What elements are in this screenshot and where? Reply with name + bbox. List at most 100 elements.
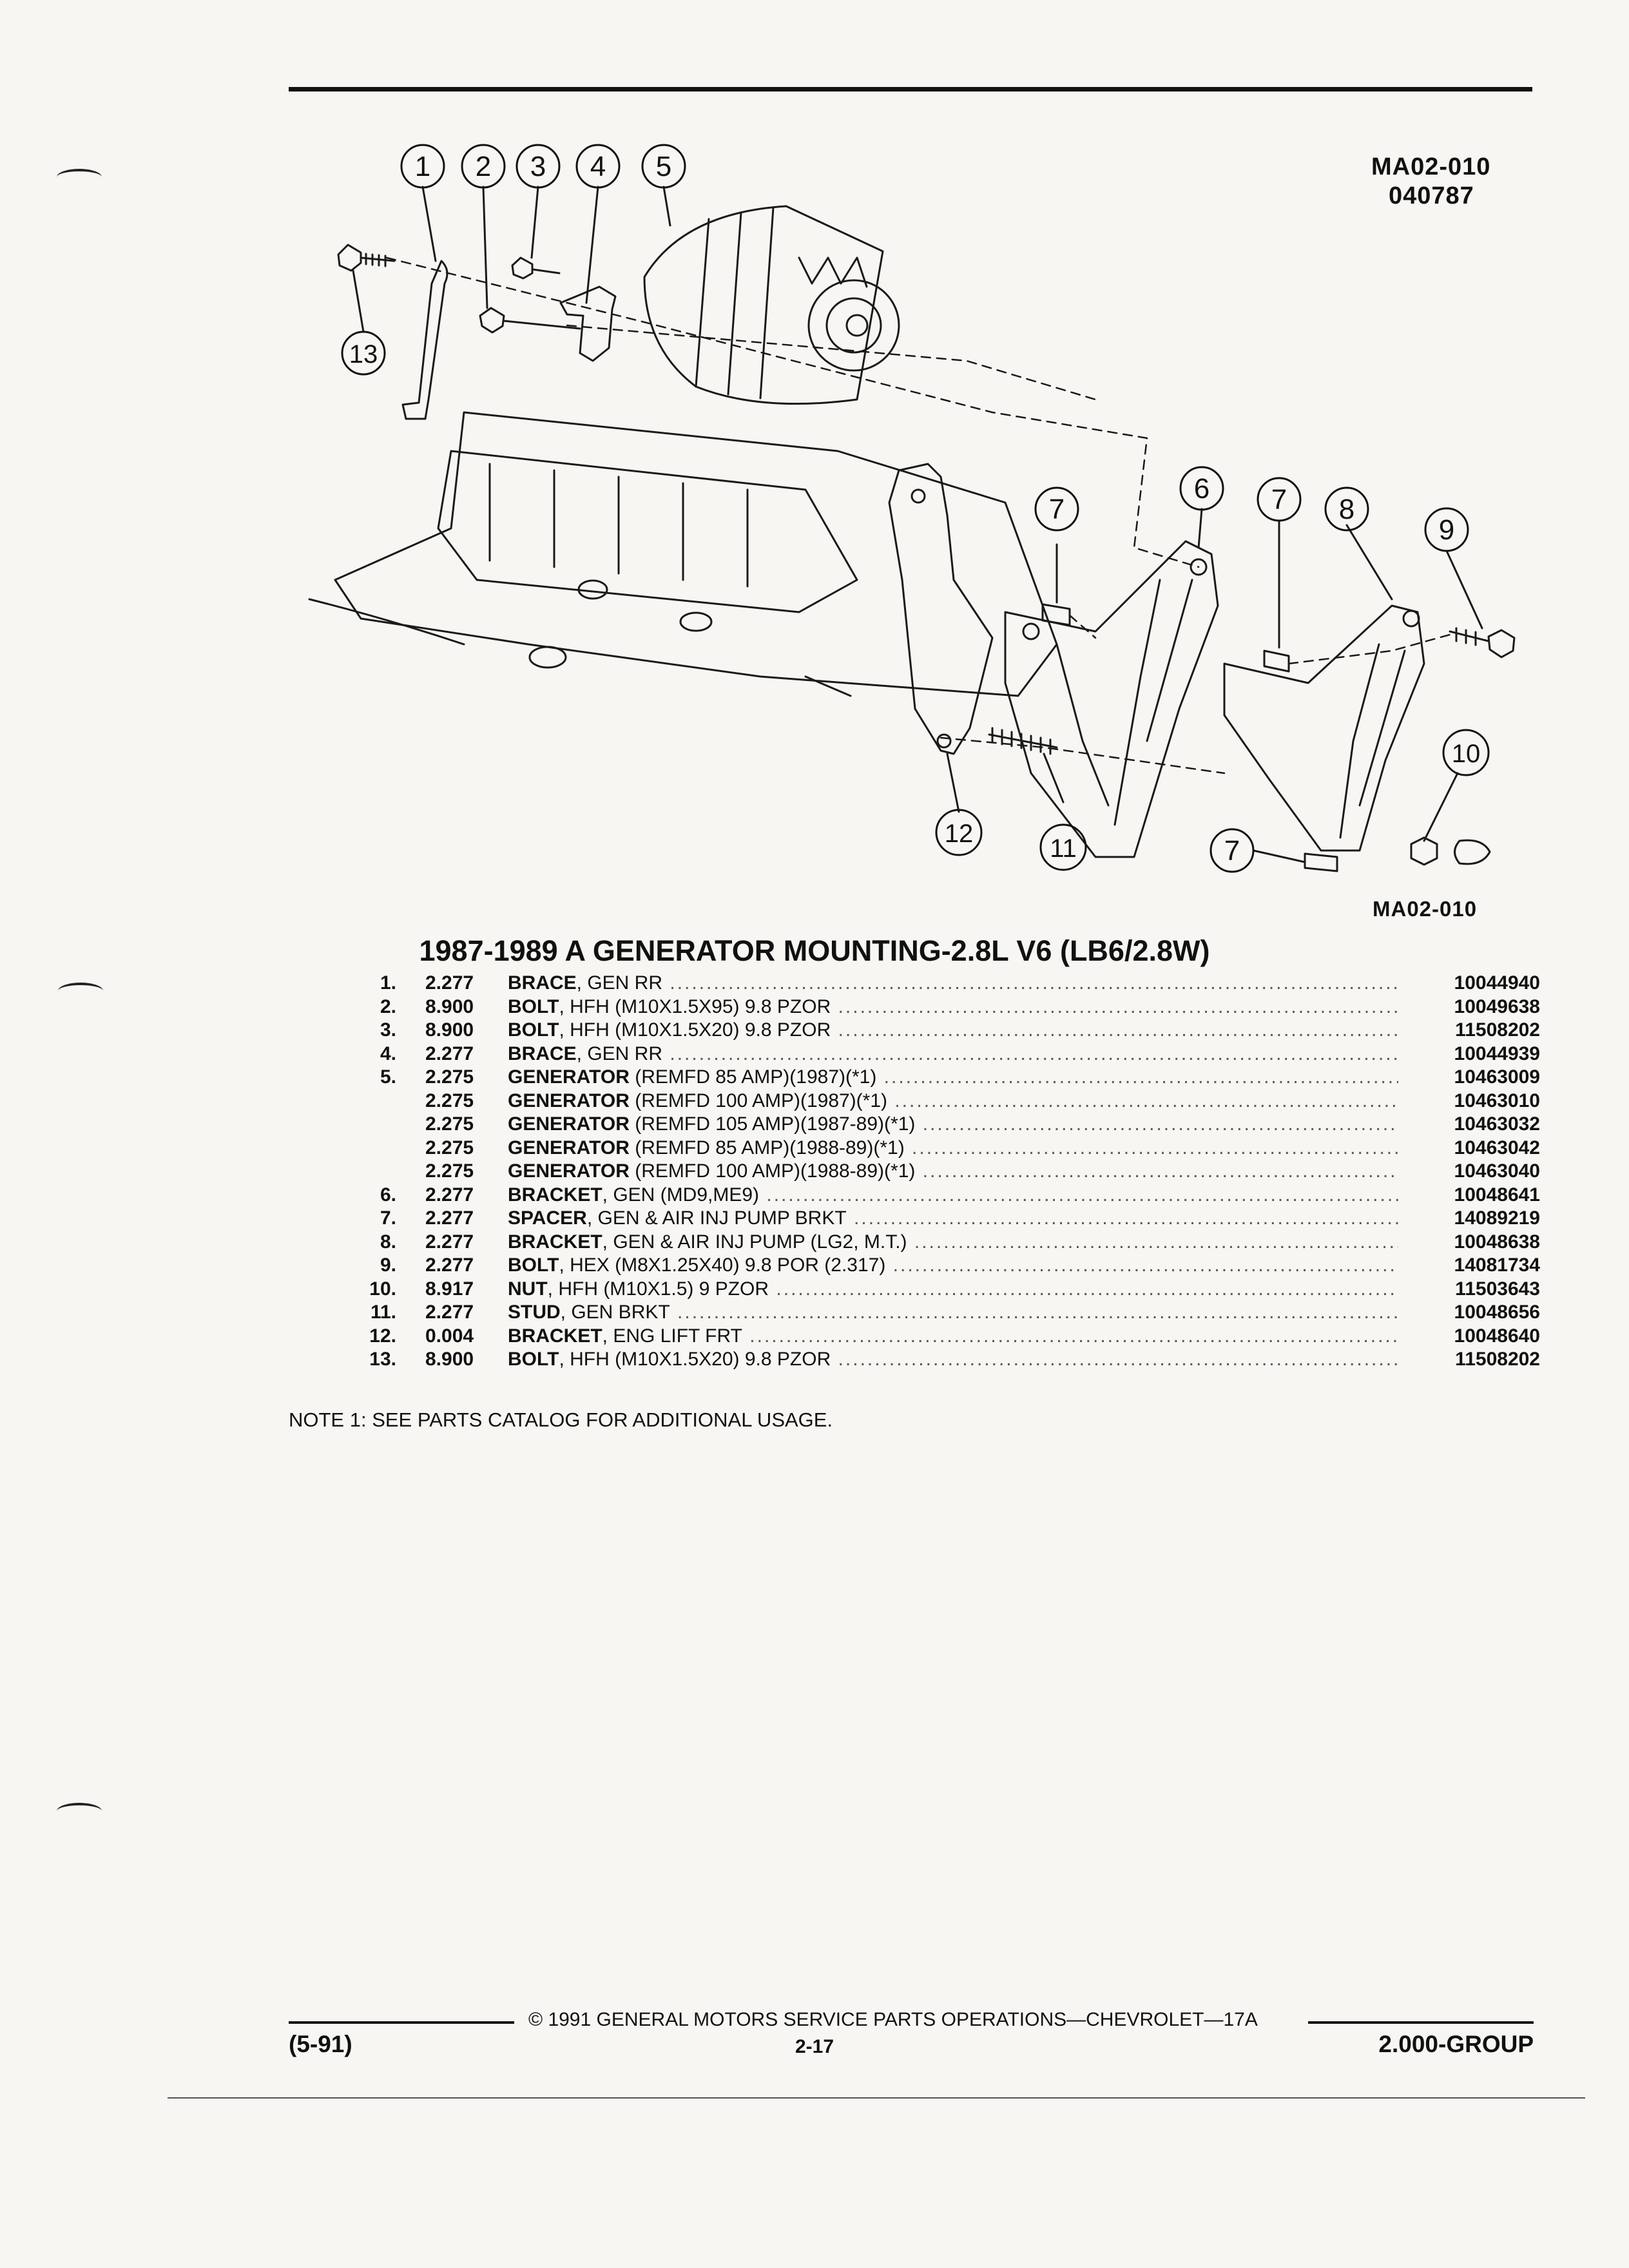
part-name: GENERATOR xyxy=(508,1113,630,1135)
part-name: BRACKET xyxy=(508,1231,602,1253)
group-number: 2.277 xyxy=(425,1254,474,1276)
parts-row: 2.275 GENERATOR (REMFD 100 AMP)(1987)(*1)… xyxy=(335,1089,1540,1113)
copyright: © 1991 GENERAL MOTORS SERVICE PARTS OPER… xyxy=(528,2009,1258,2030)
part-description: GENERATOR (REMFD 100 AMP)(1987)(*1) ....… xyxy=(508,1090,1507,1113)
part-name: GENERATOR xyxy=(508,1160,630,1182)
part-description: BRACKET, ENG LIFT FRT ..................… xyxy=(508,1325,1507,1349)
part-detail: , HFH (M10X1.5) 9 PZOR xyxy=(547,1278,769,1300)
part-number: 14081734 xyxy=(1398,1254,1540,1278)
part-detail: (REMFD 100 AMP)(1988-89)(*1) xyxy=(629,1160,916,1182)
part-name: GENERATOR xyxy=(508,1090,630,1111)
spacer xyxy=(1263,649,1290,673)
part-detail: , GEN (MD9,ME9) xyxy=(602,1184,760,1206)
ref-number: 13. xyxy=(369,1349,396,1370)
part-description: GENERATOR (REMFD 85 AMP)(1988-89)(*1) ..… xyxy=(508,1137,1507,1160)
ref-number: 11. xyxy=(370,1302,396,1323)
bolt xyxy=(511,256,561,280)
exploded-diagram: 1 2 3 4 5 13 6 7 7 8 9 10 12 11 7 xyxy=(308,144,1516,873)
part-number: 10463040 xyxy=(1398,1160,1540,1184)
parts-row: 2.275 GENERATOR (REMFD 85 AMP)(1988-89)(*… xyxy=(335,1136,1540,1160)
part-number: 10044940 xyxy=(1398,972,1540,995)
group-number: 2.277 xyxy=(425,1207,474,1229)
svg-text:7: 7 xyxy=(1224,835,1240,867)
part-detail: , ENG LIFT FRT xyxy=(602,1325,742,1347)
leader-dots: ........................................… xyxy=(838,1349,1507,1370)
gen-rear-brace xyxy=(559,285,617,362)
part-detail: (REMFD 100 AMP)(1987)(*1) xyxy=(629,1090,888,1111)
leader-dots: ........................................… xyxy=(776,1278,1507,1300)
part-description: BRACE, GEN RR ..........................… xyxy=(508,972,1507,995)
group-number: 2.275 xyxy=(425,1090,474,1111)
callout-7: 7 xyxy=(1034,486,1079,532)
part-name: BOLT xyxy=(508,1254,559,1276)
margin-mark xyxy=(57,1803,102,1820)
part-description: NUT, HFH (M10X1.5) 9 PZOR ..............… xyxy=(508,1278,1507,1302)
part-number: 11508202 xyxy=(1398,1019,1540,1043)
callout-8: 8 xyxy=(1324,486,1369,532)
part-detail: (REMFD 85 AMP)(1987)(*1) xyxy=(629,1066,877,1088)
engine-block xyxy=(334,411,1058,697)
part-number: 10048641 xyxy=(1398,1183,1540,1207)
group-number: 2.277 xyxy=(425,1302,474,1323)
group-number: 2.277 xyxy=(425,972,474,994)
part-name: GENERATOR xyxy=(508,1137,630,1158)
part-description: BRACKET, GEN & AIR INJ PUMP (LG2, M.T.) … xyxy=(508,1231,1507,1254)
part-name: BRACKET xyxy=(508,1184,602,1206)
generator xyxy=(643,205,900,405)
part-description: GENERATOR (REMFD 105 AMP)(1987-89)(*1) .… xyxy=(508,1113,1507,1137)
margin-mark xyxy=(57,169,102,186)
ref-number: 12. xyxy=(369,1325,396,1347)
part-name: BRACE xyxy=(508,1043,577,1064)
callout-2: 2 xyxy=(461,144,506,189)
callout-12: 12 xyxy=(935,809,983,856)
top-rule xyxy=(289,87,1532,91)
margin-mark xyxy=(58,983,103,999)
group-number: 2.275 xyxy=(425,1160,474,1182)
part-description: BOLT, HEX (M8X1.25X40) 9.8 POR (2.317) .… xyxy=(508,1254,1507,1278)
callout-7: 7 xyxy=(1210,828,1255,873)
part-description: BRACE, GEN RR ..........................… xyxy=(508,1043,1507,1066)
hex-bolt xyxy=(1449,629,1516,658)
part-detail: , GEN & AIR INJ PUMP (LG2, M.T.) xyxy=(602,1231,907,1253)
callout-6: 6 xyxy=(1179,466,1224,511)
part-detail: , GEN BRKT xyxy=(560,1302,670,1323)
group-number: 8.917 xyxy=(425,1278,474,1300)
part-number: 10044939 xyxy=(1398,1042,1540,1066)
svg-text:12: 12 xyxy=(945,820,974,848)
callout-1: 1 xyxy=(400,144,445,189)
long-bolt xyxy=(479,307,581,334)
svg-text:10: 10 xyxy=(1452,740,1481,768)
ref-number: 9. xyxy=(380,1254,396,1276)
part-detail: , HFH (M10X1.5X95) 9.8 PZOR xyxy=(559,995,831,1017)
gen-bracket xyxy=(1004,540,1219,858)
stud xyxy=(988,727,1058,755)
group-number: 2.275 xyxy=(425,1137,474,1158)
part-description: BOLT, HFH (M10X1.5X20) 9.8 PZOR ........… xyxy=(508,1348,1507,1372)
svg-text:1: 1 xyxy=(415,151,430,182)
leader-dots: ........................................… xyxy=(838,995,1507,1017)
part-description: BRACKET, GEN (MD9,ME9) .................… xyxy=(508,1184,1507,1207)
part-number: 10048656 xyxy=(1398,1301,1540,1325)
parts-row: 2.275 GENERATOR (REMFD 100 AMP)(1988-89)(… xyxy=(335,1160,1540,1184)
page-number: 2-17 xyxy=(795,2036,834,2057)
svg-text:2: 2 xyxy=(476,151,491,182)
revision-date: (5-91) xyxy=(289,2031,352,2057)
part-name: BOLT xyxy=(508,995,559,1017)
diagram-date-code: 040787 xyxy=(1389,182,1474,209)
leader-dots: ........................................… xyxy=(670,1043,1507,1064)
part-description: BOLT, HFH (M10X1.5X95) 9.8 PZOR ........… xyxy=(508,995,1507,1019)
callout-9: 9 xyxy=(1424,507,1469,552)
callout-13: 13 xyxy=(341,331,386,376)
part-description: GENERATOR (REMFD 100 AMP)(1988-89)(*1) .… xyxy=(508,1160,1507,1184)
callout-3: 3 xyxy=(516,144,561,189)
leader-dots: ........................................… xyxy=(670,972,1507,994)
part-number: 10048640 xyxy=(1398,1324,1540,1348)
svg-text:13: 13 xyxy=(349,340,378,369)
svg-text:4: 4 xyxy=(590,151,606,182)
